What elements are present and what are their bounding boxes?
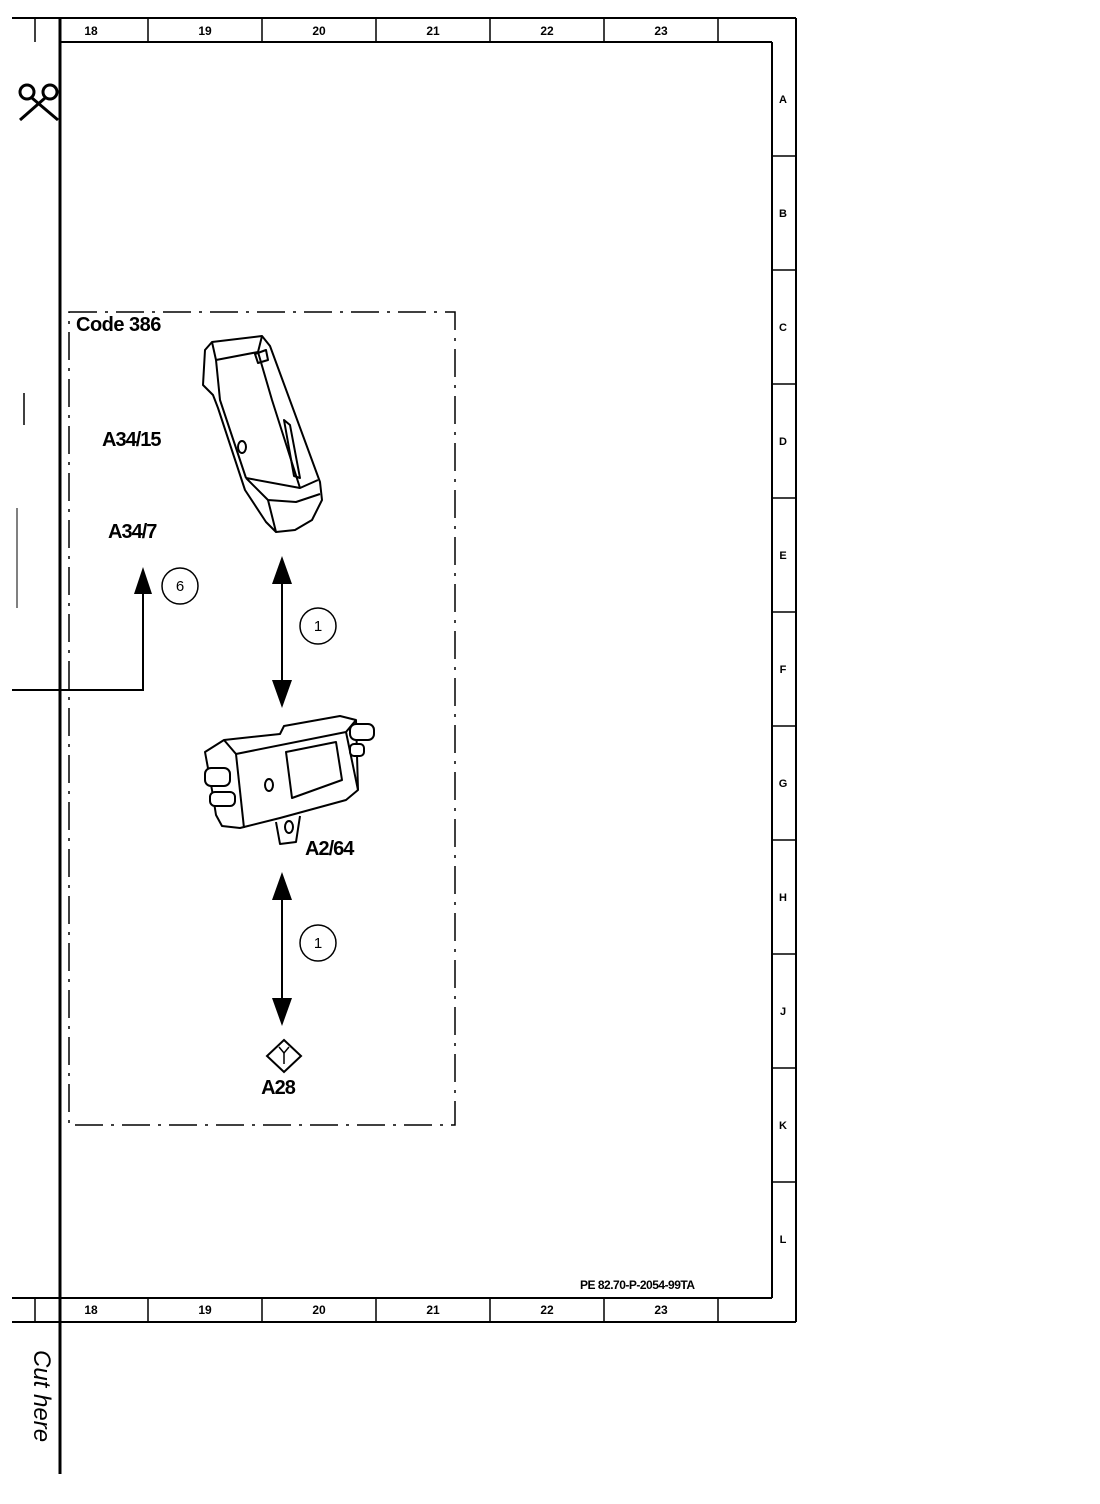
row-letter: G: [779, 778, 788, 790]
row-letters: A B C D E F G H J K L: [779, 94, 788, 1246]
interface-arrowhead: [134, 567, 152, 594]
connection-marker-1-lower: 1: [299, 924, 337, 962]
cradle-label: A34/15: [102, 429, 161, 451]
connection-arrow-1: [272, 556, 292, 708]
row-letter: E: [779, 550, 786, 562]
connector-diamond-icon: [265, 1038, 303, 1074]
column-number: 20: [312, 1303, 326, 1317]
row-letter: B: [779, 208, 787, 220]
interface-label: A34/7: [108, 521, 157, 543]
antenna-module-label: A2/64: [305, 838, 355, 860]
interface-connection-line: [12, 590, 144, 691]
column-number: 23: [654, 24, 668, 38]
option-code-box: [68, 311, 456, 1126]
connection-arrow-2: [272, 872, 292, 1026]
svg-text:6: 6: [176, 578, 184, 595]
column-number: 18: [84, 24, 98, 38]
row-letter: L: [780, 1234, 787, 1246]
column-number: 22: [540, 24, 554, 38]
cradle-drawing: [202, 335, 323, 533]
antenna-module-drawing: [204, 715, 375, 845]
row-letter: H: [779, 892, 787, 904]
column-number: 23: [654, 1303, 668, 1317]
row-letter: F: [780, 664, 787, 676]
connection-marker-1: 1: [299, 607, 337, 645]
column-number: 20: [312, 24, 326, 38]
column-number: 19: [198, 24, 212, 38]
column-number: 21: [426, 24, 440, 38]
column-numbers-top: 18 19 20 21 22 23: [84, 24, 668, 38]
scissors-icon: [18, 83, 59, 122]
svg-text:1: 1: [314, 618, 322, 635]
column-number: 21: [426, 1303, 440, 1317]
column-numbers-bottom: 18 19 20 21 22 23: [84, 1303, 668, 1317]
row-letter: D: [779, 436, 787, 448]
drawing-frame: [12, 17, 797, 1474]
column-number: 18: [84, 1303, 98, 1317]
cut-here-text: Cut here: [28, 1350, 55, 1442]
row-letter: A: [779, 94, 787, 106]
column-number: 22: [540, 1303, 554, 1317]
row-letter: J: [780, 1006, 786, 1018]
drawing-reference: PE 82.70-P-2054-99TA: [580, 1278, 695, 1292]
option-code-label: Code 386: [76, 314, 161, 336]
column-number: 19: [198, 1303, 212, 1317]
svg-text:1: 1: [314, 935, 322, 952]
row-letter: K: [779, 1120, 787, 1132]
row-letter: C: [779, 322, 787, 334]
connector-label: A28: [261, 1077, 296, 1099]
connection-marker-6: 6: [161, 567, 199, 605]
